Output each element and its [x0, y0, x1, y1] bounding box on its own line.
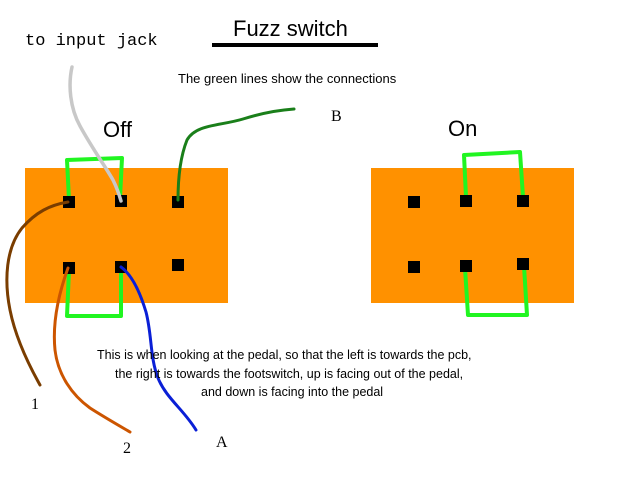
off-switch [25, 156, 228, 318]
wire-a-label: A [216, 434, 228, 451]
off-bottom-connection [65, 269, 123, 318]
wire-1 [5, 200, 70, 387]
on-switch [371, 150, 574, 317]
on-label: On [448, 116, 477, 141]
off-label: Off [103, 117, 133, 142]
wire-b [176, 107, 296, 202]
diagram-title: Fuzz switch [233, 16, 348, 41]
note-line-1: This is when looking at the pedal, so th… [97, 348, 472, 362]
on-lug-bottom-middle [460, 260, 472, 272]
on-lug-top-middle [460, 195, 472, 207]
off-switch-body [25, 168, 228, 303]
on-top-connection [462, 150, 525, 198]
on-lug-top-right [517, 195, 529, 207]
on-bottom-connection [463, 265, 529, 317]
input-jack-wire [68, 65, 123, 203]
wire-2-label: 2 [123, 440, 131, 457]
on-lug-bottom-right [517, 258, 529, 270]
wire-b-label: B [331, 108, 342, 125]
note-line-3: and down is facing into the pedal [201, 385, 383, 399]
on-lug-top-left [408, 196, 420, 208]
input-jack-label: to input jack [25, 32, 158, 51]
on-switch-body [371, 168, 574, 303]
note-line-2: the right is towards the footswitch, up … [115, 367, 463, 381]
wire-1-label: 1 [31, 396, 39, 413]
off-lug-bottom-right [172, 259, 184, 271]
subtitle: The green lines show the connections [178, 71, 397, 86]
wire-a [119, 265, 198, 432]
off-lug-top-right [172, 196, 184, 208]
off-top-connection [65, 156, 124, 201]
wire-2 [52, 266, 132, 434]
on-lug-bottom-left [408, 261, 420, 273]
orientation-note: This is when looking at the pedal, so th… [97, 348, 472, 399]
